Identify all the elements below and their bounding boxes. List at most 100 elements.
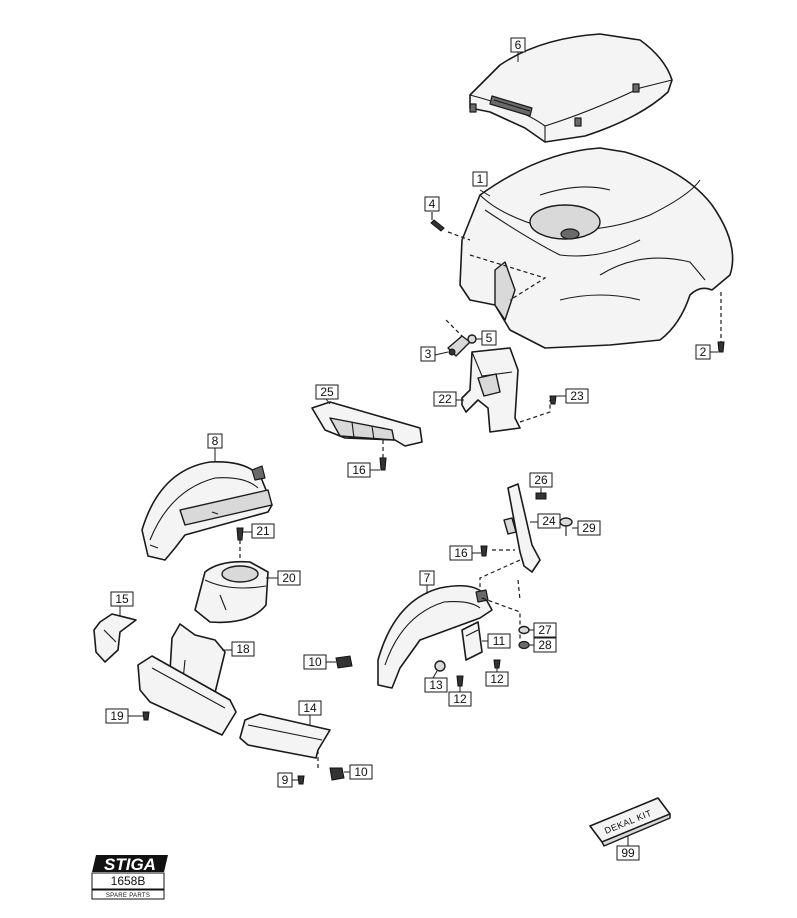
- part-25-cover: [311, 401, 423, 458]
- svg-text:21: 21: [256, 524, 270, 538]
- callout-20: 20: [277, 570, 301, 586]
- svg-text:19: 19: [110, 709, 124, 723]
- callout-7: 7: [419, 570, 435, 586]
- callout-21: 21: [251, 523, 275, 539]
- callout-19: 19: [105, 708, 129, 724]
- part-8-left-fender: [141, 461, 273, 561]
- svg-text:2: 2: [700, 345, 707, 359]
- svg-text:26: 26: [534, 473, 548, 487]
- svg-text:11: 11: [493, 634, 506, 648]
- part-1-rear-body: [447, 147, 734, 349]
- svg-text:SPARE PARTS: SPARE PARTS: [106, 893, 150, 899]
- svg-text:18: 18: [236, 642, 250, 656]
- callout-29: 29: [577, 520, 601, 536]
- callout-18: 18: [231, 641, 255, 657]
- callout-2: 2: [695, 344, 711, 360]
- svg-text:10: 10: [354, 765, 368, 779]
- part-11-bracket: [461, 621, 488, 661]
- svg-text:27: 27: [538, 623, 552, 637]
- callout-3: 3: [420, 346, 436, 362]
- callout-1: 1: [472, 171, 488, 187]
- svg-text:9: 9: [282, 773, 289, 787]
- part-28-nut: [518, 640, 534, 650]
- part-10-clip-b: [326, 655, 353, 669]
- svg-text:14: 14: [303, 701, 317, 715]
- part-10-clip-a: [329, 767, 350, 781]
- callout-16a: 16: [347, 462, 371, 478]
- svg-text:25: 25: [320, 385, 334, 399]
- callout-11: 11: [487, 633, 511, 649]
- callout-25: 25: [315, 384, 339, 400]
- part-12-screw-a: [456, 675, 464, 692]
- part-21-screw: [236, 527, 252, 560]
- part-22-bracket: [461, 347, 551, 433]
- part-26-screw: [535, 488, 547, 500]
- svg-text:23: 23: [570, 389, 584, 403]
- part-20-housing: [194, 560, 269, 624]
- callout-16b: 16: [449, 545, 473, 561]
- part-9-screw: [292, 775, 305, 785]
- svg-text:15: 15: [115, 592, 129, 606]
- callout-22: 22: [433, 391, 457, 407]
- part-29-knob: [559, 517, 578, 536]
- callout-24: 24: [537, 513, 561, 529]
- svg-text:10: 10: [308, 655, 322, 669]
- callout-28: 28: [533, 637, 557, 653]
- callout-27: 27: [533, 622, 557, 638]
- part-19-footplate: [137, 655, 237, 736]
- part-16-screw-b: [472, 545, 488, 557]
- part-23-screw: [549, 395, 566, 405]
- part-6-seat-cover: [469, 33, 673, 143]
- svg-text:4: 4: [429, 197, 436, 211]
- callout-13: 13: [424, 677, 448, 693]
- part-16-screw-a: [370, 457, 387, 471]
- callout-4: 4: [424, 196, 440, 212]
- svg-text:12: 12: [490, 672, 504, 686]
- callout-5: 5: [481, 330, 497, 346]
- svg-text:22: 22: [438, 392, 452, 406]
- svg-text:20: 20: [282, 571, 296, 585]
- callout-23: 23: [565, 388, 589, 404]
- part-3-latch: [434, 319, 471, 357]
- svg-text:16: 16: [454, 546, 468, 560]
- callout-10a: 10: [303, 654, 327, 670]
- spare-parts-label: SPARE PARTS: [91, 889, 165, 900]
- stiga-logo: STIGA: [92, 855, 168, 874]
- part-27-washer: [518, 625, 534, 635]
- part-2-screw: [710, 292, 725, 353]
- svg-text:6: 6: [515, 38, 522, 52]
- part-13-washer: [432, 660, 446, 679]
- callout-14: 14: [298, 700, 322, 716]
- svg-text:12: 12: [453, 692, 467, 706]
- svg-text:8: 8: [212, 434, 219, 448]
- part-14-step-panel: [239, 713, 331, 768]
- svg-text:16: 16: [352, 463, 366, 477]
- callout-12a: 12: [485, 671, 509, 687]
- svg-text:99: 99: [621, 846, 635, 860]
- svg-text:13: 13: [429, 678, 443, 692]
- callout-8: 8: [207, 433, 223, 449]
- callout-9: 9: [277, 772, 293, 788]
- part-4-screw: [430, 212, 445, 232]
- svg-text:28: 28: [538, 638, 552, 652]
- svg-text:7: 7: [424, 571, 431, 585]
- svg-text:1: 1: [477, 172, 484, 186]
- callout-10b: 10: [349, 764, 373, 780]
- svg-text:5: 5: [486, 331, 493, 345]
- part-5-washer: [467, 334, 482, 344]
- svg-text:STIGA: STIGA: [104, 855, 156, 874]
- callout-99: 99: [616, 845, 640, 861]
- svg-text:3: 3: [425, 347, 432, 361]
- callout-15: 15: [110, 591, 134, 607]
- callout-26: 26: [529, 472, 553, 488]
- drawing-code: 1658B: [91, 872, 165, 890]
- svg-text:29: 29: [582, 521, 596, 535]
- part-15-bracket: [93, 613, 137, 663]
- callout-6: 6: [510, 37, 526, 53]
- part-12-screw-b: [493, 659, 501, 672]
- svg-text:24: 24: [542, 514, 556, 528]
- svg-text:1658B: 1658B: [111, 874, 146, 888]
- part-24-lever: [479, 483, 541, 601]
- callout-12b: 12: [448, 691, 472, 707]
